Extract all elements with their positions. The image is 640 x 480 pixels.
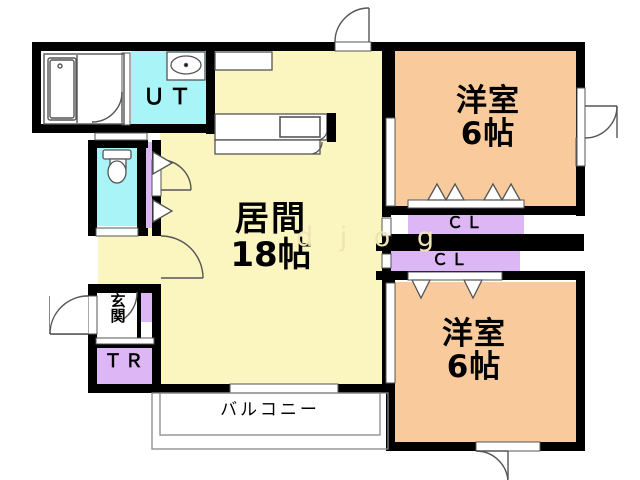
opening-bedroom1-left — [385, 117, 396, 207]
entrance-step — [95, 337, 155, 345]
kitchen-counter-end-wall — [327, 113, 336, 142]
window-top-living — [334, 41, 372, 52]
wall-closet1-top — [386, 206, 584, 214]
kitchen-sink — [279, 116, 321, 138]
wall-left-bathroom — [32, 42, 41, 132]
wall-bedroom2-bottom — [386, 442, 476, 451]
entrance-floor — [96, 292, 140, 338]
closet1-fill — [408, 213, 524, 235]
door-arc-bedroom1-right — [584, 105, 618, 139]
bathroom-outline — [43, 53, 125, 125]
bathtub — [47, 57, 77, 121]
closet1-fold-4 — [500, 182, 522, 201]
wall-entrance-top — [88, 284, 160, 293]
closet2-fold-1 — [410, 279, 432, 300]
wall-top-left — [32, 42, 215, 51]
wash-basin-drain — [183, 62, 189, 68]
wall-toilet-left — [88, 140, 97, 236]
wall-ut-right — [206, 42, 215, 134]
wall-top-living-2 — [371, 42, 386, 51]
wall-bedroom2-bottom2 — [540, 442, 585, 451]
trunk-room-fill — [96, 348, 152, 384]
wall-entrance-inner — [137, 292, 141, 338]
door-swings — [49, 7, 618, 480]
door-bathroom — [121, 52, 131, 126]
opening-living-right-2 — [381, 253, 392, 269]
balcony-rect-outer — [151, 392, 389, 450]
kitchen-fixtures — [214, 51, 328, 155]
utility-fixtures — [166, 51, 206, 81]
bathroom-gap — [94, 132, 148, 141]
bathtub-inner — [49, 59, 75, 119]
wall-entrance-bottom — [88, 384, 161, 393]
wall-bottom-bathroom — [32, 124, 184, 133]
closet2-fold-2 — [462, 279, 484, 300]
kitchen-counter-lower — [214, 139, 321, 155]
wall-entrance-right — [152, 284, 161, 392]
wall-hall-closet-left — [137, 140, 142, 232]
closet1-fold-3 — [482, 182, 504, 201]
bedroom2-floor — [394, 282, 584, 450]
window-bedroom1-right-b — [576, 87, 586, 167]
closet1-fold-1 — [426, 182, 448, 201]
toilet-fixtures — [102, 149, 132, 184]
toilet-tank — [102, 149, 132, 160]
folding-marker-1 — [152, 150, 174, 176]
wall-toilet-top — [88, 140, 148, 148]
balcony-rect-inner — [159, 392, 381, 436]
wall-entrance-left — [88, 284, 97, 392]
closet1-fold-2 — [444, 182, 466, 201]
folding-marker-2 — [152, 198, 174, 224]
wall-ut-bottom — [131, 124, 215, 133]
bathtub-drain — [57, 63, 63, 69]
toilet-seat — [107, 160, 127, 184]
wall-right-bedroom2 — [576, 271, 585, 451]
closet2-fill — [382, 250, 520, 272]
window-living-bottom — [229, 383, 339, 394]
wall-top-living — [207, 42, 335, 51]
door-arc-genkan-inner — [121, 291, 138, 321]
wall-hall-right — [152, 140, 161, 160]
balcony-outline — [151, 392, 389, 450]
opening-bedroom2-left — [385, 282, 396, 384]
hall-door-markers — [152, 150, 174, 224]
door-entrance — [87, 295, 98, 335]
wall-closet1-bottom — [386, 234, 584, 243]
door-arc-top-living — [334, 7, 370, 43]
door-arc-entrance-2 — [49, 295, 89, 335]
bedroom1-floor — [394, 48, 584, 212]
bathroom-floor — [40, 50, 128, 128]
door-arc-bedroom2 — [475, 450, 509, 480]
entrance-threshold — [50, 296, 88, 334]
upper-cabinet — [214, 51, 273, 71]
entrance-closet-fill — [140, 292, 153, 322]
door-arc-hall-lower — [160, 235, 204, 279]
closet1-door-face — [407, 199, 525, 209]
closet2-door-face — [407, 271, 503, 281]
wall-closet2-top — [376, 243, 584, 251]
door-toilet — [95, 227, 139, 237]
opening-living-right-1 — [381, 217, 392, 237]
closet-door-markers — [410, 182, 522, 300]
wall-top-bedroom1 — [386, 42, 584, 51]
door-bedroom2-bottom — [475, 441, 541, 452]
bathroom-fixtures — [43, 53, 125, 125]
wall-right-bedroom1-2 — [576, 164, 585, 216]
kitchen-counter-lower-edge — [311, 141, 323, 155]
hallway-floor-2 — [98, 230, 168, 292]
